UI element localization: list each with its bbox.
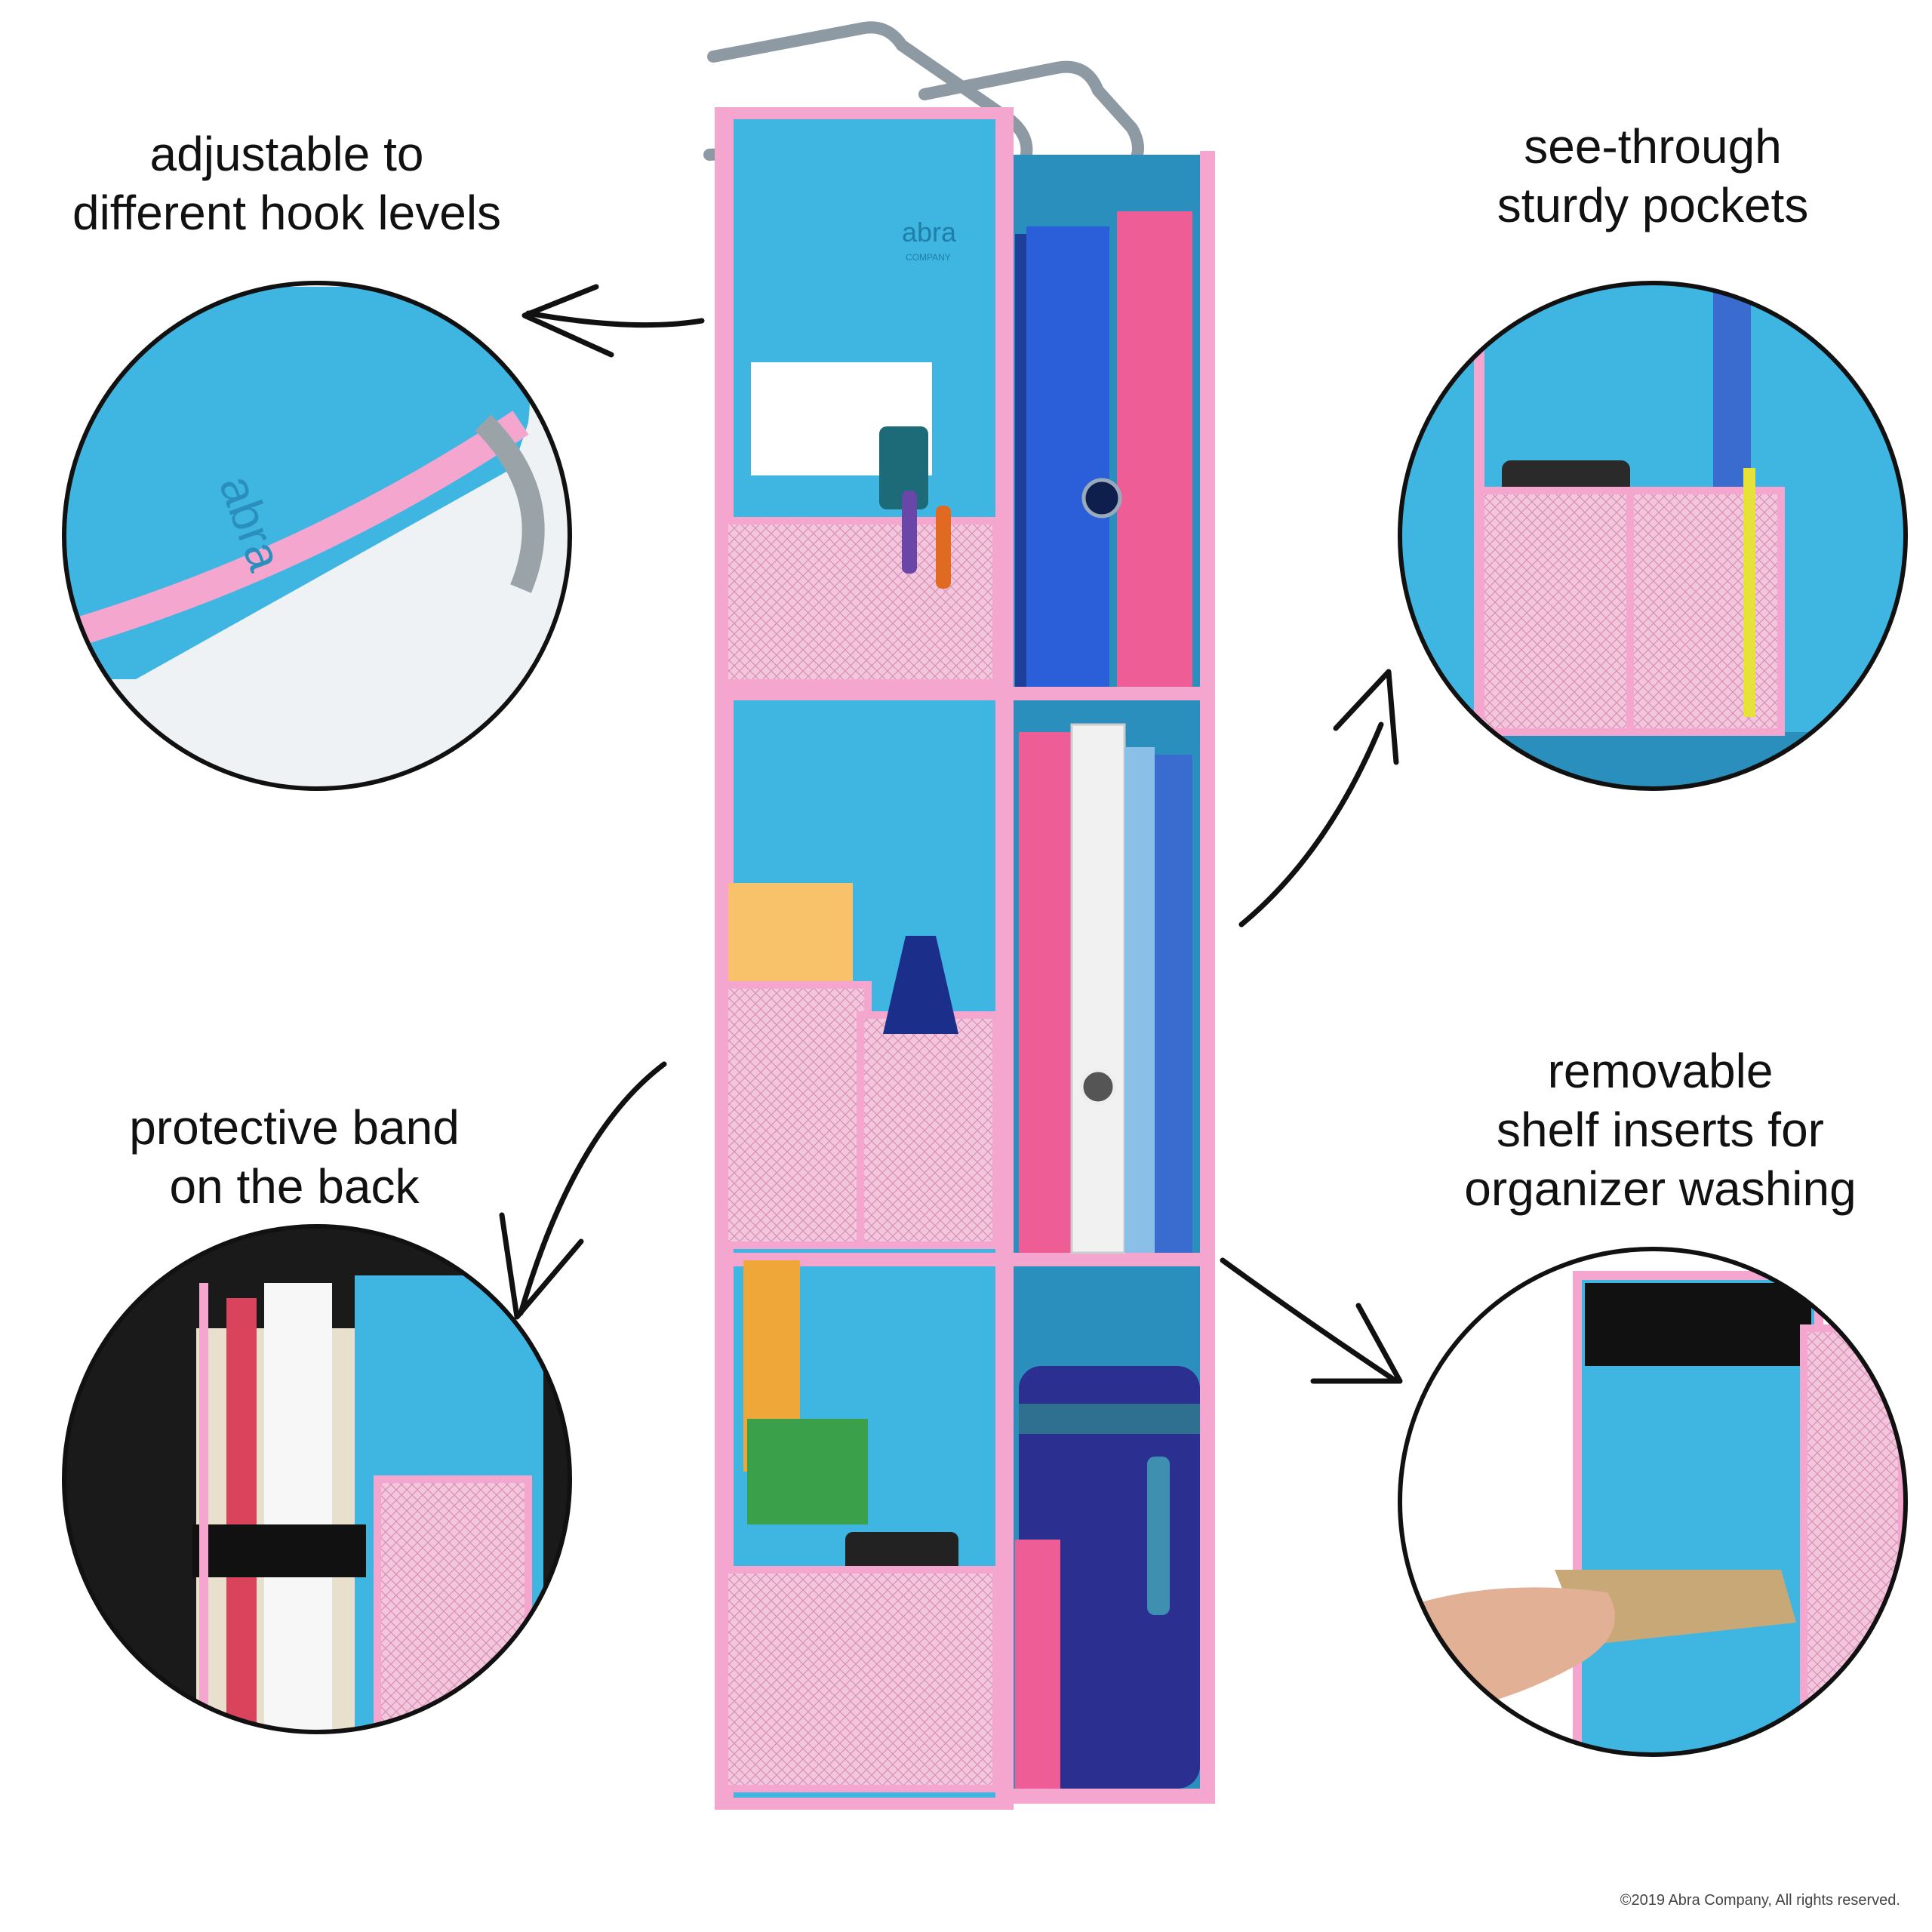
arrow-bottom-right xyxy=(1220,1257,1399,1384)
callout-arrows xyxy=(499,284,1403,1384)
middle-shelf-binders xyxy=(1019,723,1192,1254)
detail-circle-frame xyxy=(62,281,572,791)
mesh-pocket-middle xyxy=(721,883,1000,1249)
top-shelf-binders xyxy=(1015,211,1192,687)
caption-see-through-pockets: see-through sturdy pockets xyxy=(1419,117,1887,235)
caption-line: shelf inserts for xyxy=(1497,1103,1824,1157)
brand-logo: abra xyxy=(902,217,957,248)
detail-circle-hook: abra xyxy=(64,283,570,789)
copyright-notice: ©2019 Abra Company, All rights reserved. xyxy=(1620,1892,1900,1909)
caption-protective-band: protective band on the back xyxy=(60,1098,528,1216)
mesh-pocket-bottom xyxy=(721,1260,1000,1792)
hanging-organizer: abra COMPANY xyxy=(715,107,1215,1810)
caption-line: sturdy pockets xyxy=(1497,178,1809,232)
caption-line: organizer washing xyxy=(1464,1161,1857,1216)
detail-circle-frame xyxy=(62,1224,572,1734)
caption-adjustable-hooks: adjustable to different hook levels xyxy=(53,125,521,242)
bottom-shelf-pencil-case xyxy=(1015,1366,1200,1789)
detail-circle-band xyxy=(64,1226,570,1732)
detail-circle-pockets xyxy=(1400,283,1906,789)
arrow-top-left xyxy=(525,310,705,328)
detail-circle-frame xyxy=(1398,281,1908,791)
caption-line: adjustable to xyxy=(149,127,424,181)
brand-logo-sub: COMPANY xyxy=(906,252,951,263)
caption-line: on the back xyxy=(169,1159,420,1214)
arrow-top-right xyxy=(1238,721,1384,928)
caption-line: protective band xyxy=(129,1100,460,1155)
detail-circle-frame xyxy=(1398,1247,1908,1757)
caption-removable-shelf-inserts: removable shelf inserts for organizer wa… xyxy=(1389,1041,1932,1218)
caption-line: removable xyxy=(1547,1044,1774,1098)
mesh-pocket-top xyxy=(721,362,1000,687)
caption-line: different hook levels xyxy=(72,186,502,240)
caption-line: see-through xyxy=(1524,119,1782,174)
arrow-bottom-left xyxy=(518,1061,667,1316)
